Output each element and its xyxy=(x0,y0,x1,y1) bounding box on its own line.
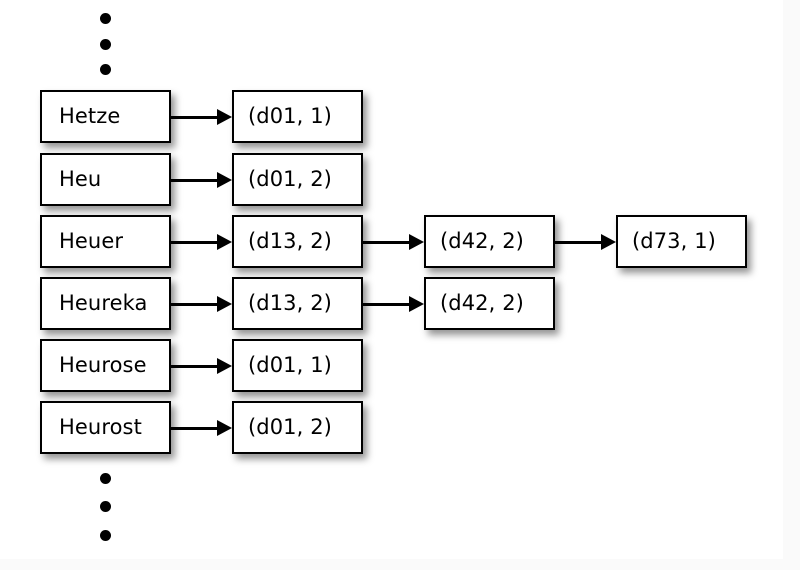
term-label: Hetze xyxy=(59,104,121,128)
term-box-heureka[interactable]: Heureka xyxy=(40,277,171,330)
posting-label: (d01, 2) xyxy=(248,167,332,191)
posting-label: (d73, 1) xyxy=(632,229,716,253)
arrow-shaft xyxy=(171,426,218,430)
term-box-heurose[interactable]: Heurose xyxy=(40,339,171,392)
posting-box-5[interactable]: (d01, 1) xyxy=(232,339,363,392)
posting-box-1[interactable]: (d01, 1) xyxy=(232,90,363,143)
posting-label: (d42, 2) xyxy=(440,229,524,253)
posting-box-9[interactable]: (d73, 1) xyxy=(616,215,747,268)
arrow-head xyxy=(217,109,232,125)
term-box-heuer[interactable]: Heuer xyxy=(40,215,171,268)
ellipsis-dot xyxy=(100,13,111,24)
arrow-shaft xyxy=(171,178,218,182)
arrow-head xyxy=(217,358,232,374)
arrow-head xyxy=(217,296,232,312)
arrow-shaft xyxy=(363,302,410,306)
arrow-shaft xyxy=(555,240,602,244)
term-box-heurost[interactable]: Heurost xyxy=(40,401,171,454)
term-label: Heurost xyxy=(59,415,142,439)
ellipsis-dot xyxy=(100,530,111,541)
arrow-head xyxy=(409,234,424,250)
posting-label: (d01, 1) xyxy=(248,353,332,377)
posting-label: (d01, 1) xyxy=(248,104,332,128)
arrow-shaft xyxy=(171,240,218,244)
arrow-head xyxy=(217,234,232,250)
arrow-head xyxy=(217,172,232,188)
arrow-shaft xyxy=(363,240,410,244)
term-box-heu[interactable]: Heu xyxy=(40,153,171,206)
posting-box-4[interactable]: (d13, 2) xyxy=(232,277,363,330)
ellipsis-dot xyxy=(100,473,111,484)
arrow-head xyxy=(409,296,424,312)
posting-box-7[interactable]: (d42, 2) xyxy=(424,215,555,268)
ellipsis-dot xyxy=(100,39,111,50)
arrow-shaft xyxy=(171,302,218,306)
term-label: Heuer xyxy=(59,229,124,253)
posting-label: (d01, 2) xyxy=(248,415,332,439)
ellipsis-dot xyxy=(100,64,111,75)
arrow-shaft xyxy=(171,364,218,368)
term-label: Heureka xyxy=(59,291,148,315)
arrow-head xyxy=(601,234,616,250)
term-box-hetze[interactable]: Hetze xyxy=(40,90,171,143)
posting-label: (d42, 2) xyxy=(440,291,524,315)
posting-box-8[interactable]: (d42, 2) xyxy=(424,277,555,330)
posting-box-6[interactable]: (d01, 2) xyxy=(232,401,363,454)
posting-label: (d13, 2) xyxy=(248,229,332,253)
arrow-head xyxy=(217,420,232,436)
posting-box-2[interactable]: (d01, 2) xyxy=(232,153,363,206)
arrow-shaft xyxy=(171,115,218,119)
term-label: Heu xyxy=(59,167,102,191)
posting-box-3[interactable]: (d13, 2) xyxy=(232,215,363,268)
term-label: Heurose xyxy=(59,353,147,377)
ellipsis-dot xyxy=(100,501,111,512)
posting-label: (d13, 2) xyxy=(248,291,332,315)
